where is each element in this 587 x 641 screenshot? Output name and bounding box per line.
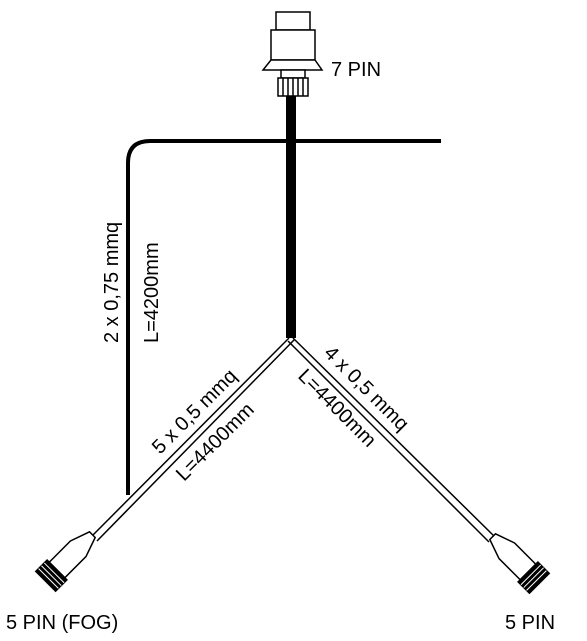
side-cable <box>126 139 441 495</box>
label-5pin-fog: 5 PIN (FOG) <box>6 612 118 634</box>
left-cable <box>90 337 295 542</box>
label-7pin: 7 PIN <box>331 59 381 81</box>
right-cable <box>287 337 496 543</box>
main-cable <box>286 96 296 338</box>
label-5pin: 5 PIN <box>505 612 555 634</box>
side-cable-section: 2 x 0,75 mmq <box>101 222 123 343</box>
connector-7pin <box>261 11 324 97</box>
side-cable-length: L=4200mm <box>141 242 163 343</box>
connector-5pin-fog <box>34 530 97 593</box>
connector-5pin <box>488 532 551 595</box>
